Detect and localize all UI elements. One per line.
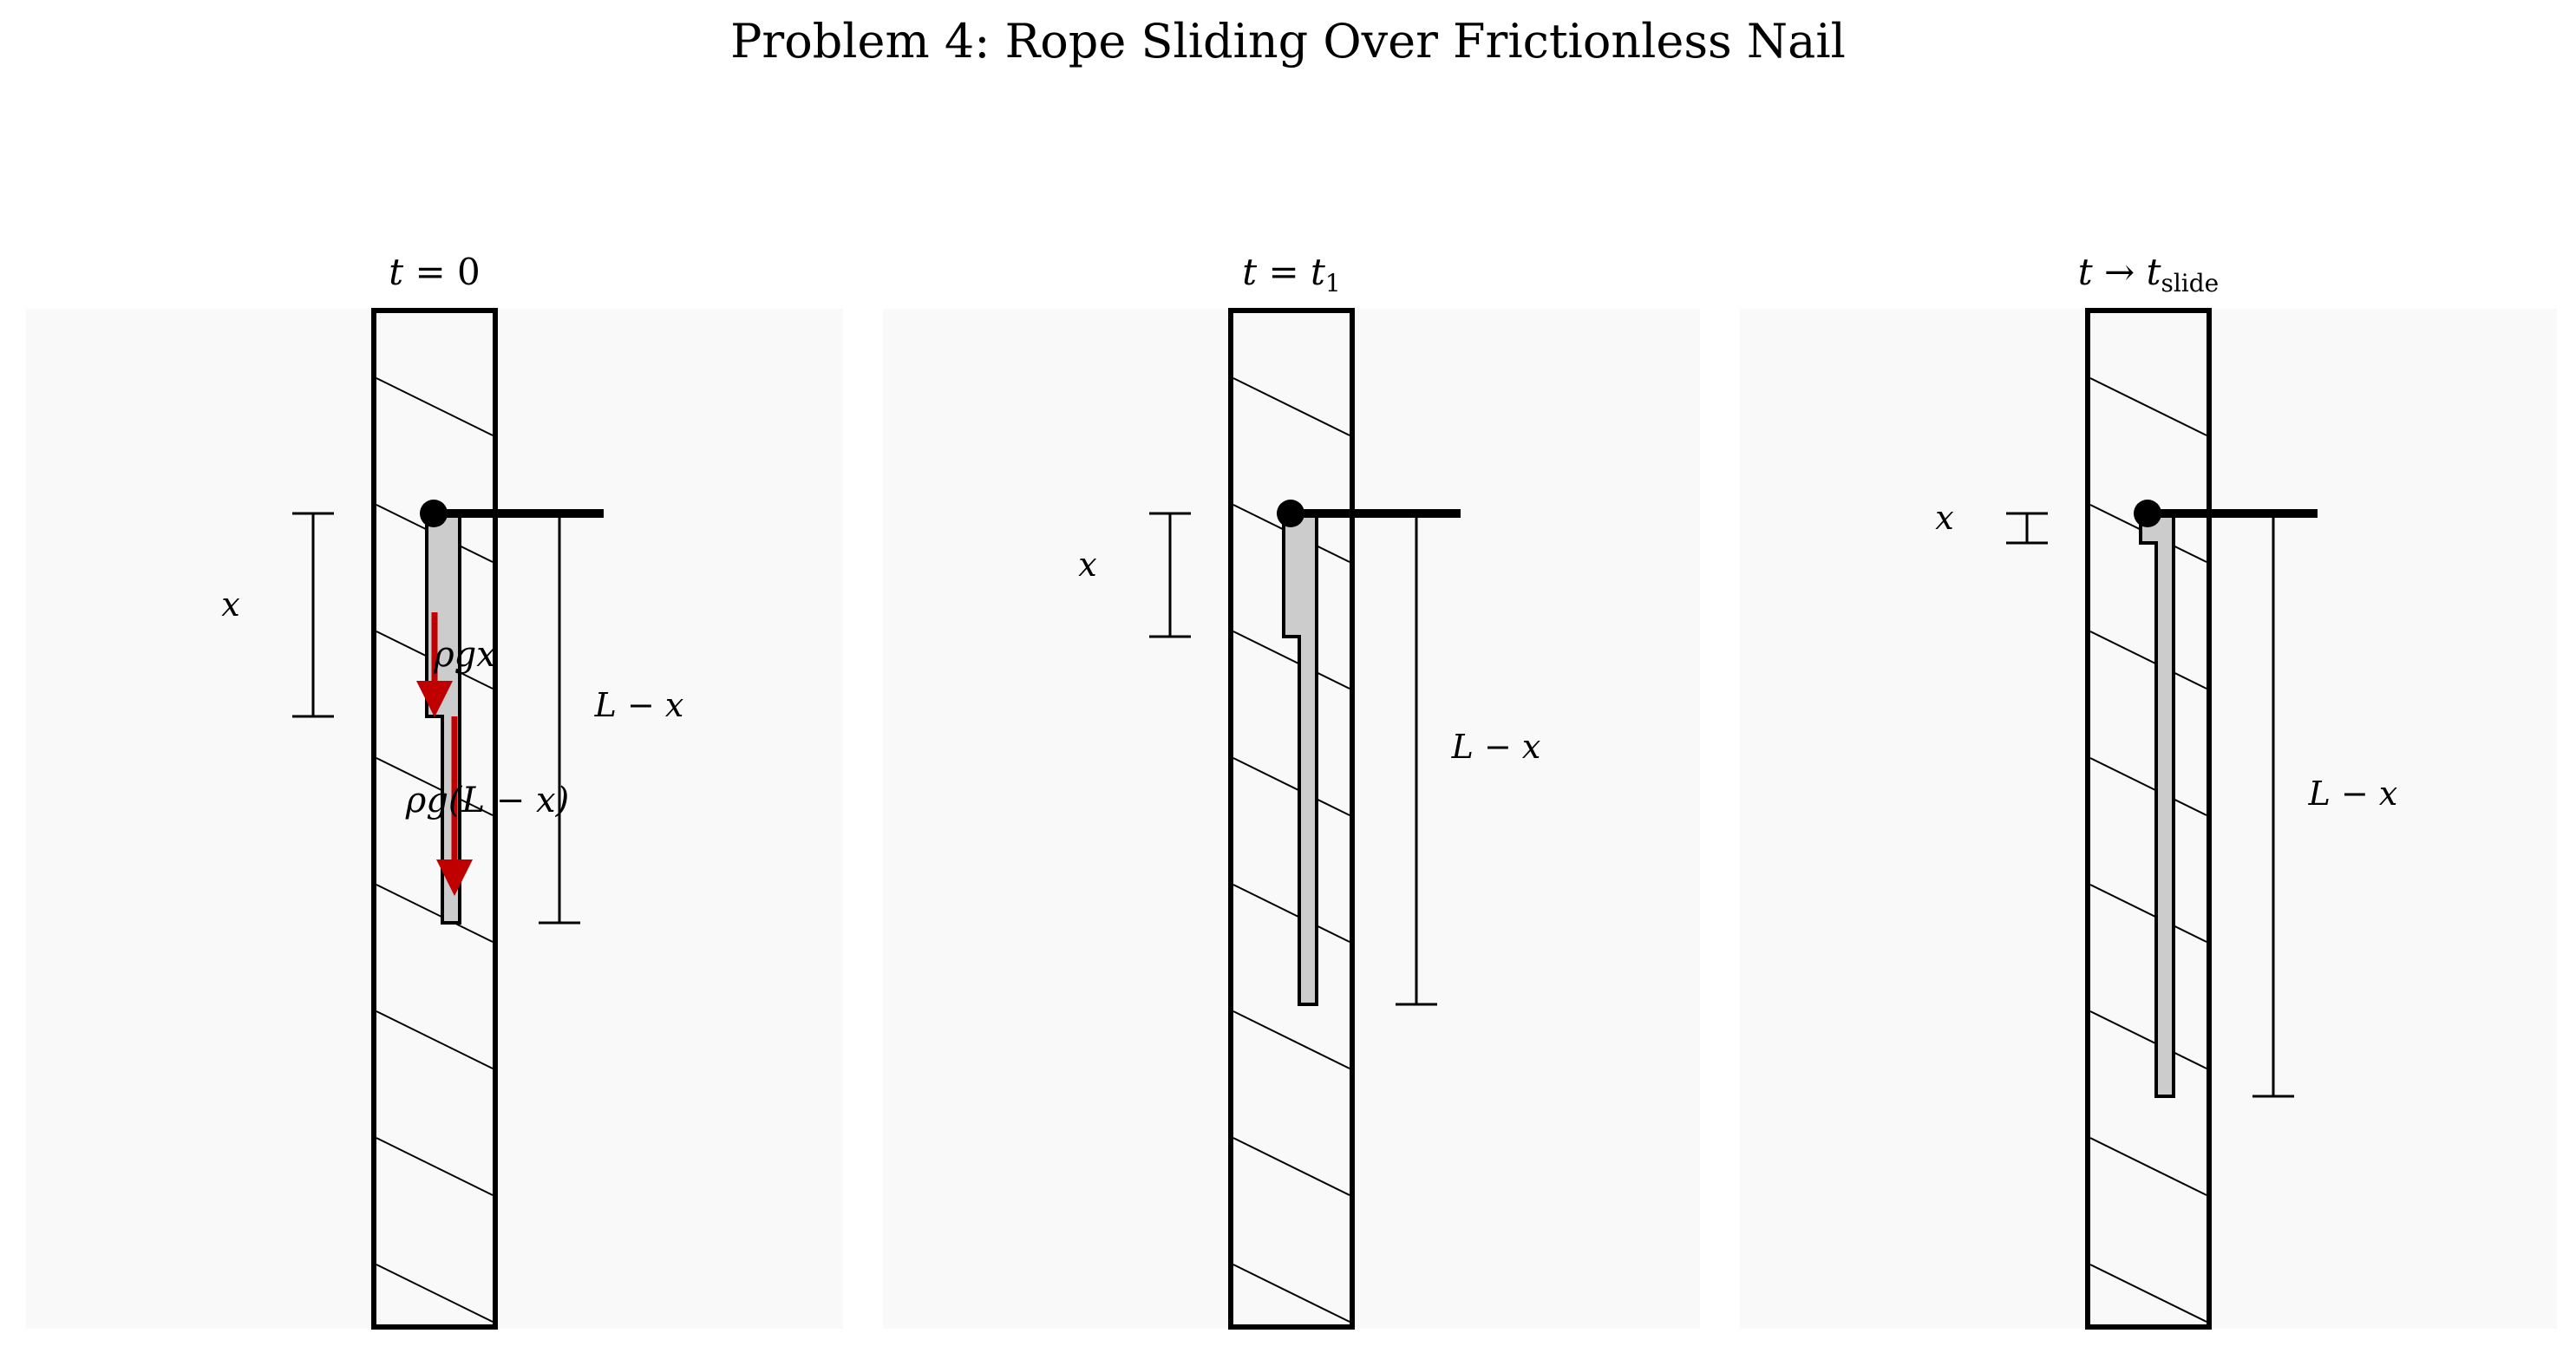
time-subscript: 1	[1325, 269, 1341, 297]
force-label: ρg(L − x)	[405, 781, 569, 820]
hatch-line	[376, 1137, 494, 1196]
hatch-line	[1232, 884, 1350, 943]
hatch-line	[1232, 1264, 1350, 1323]
hatch-line	[1232, 757, 1350, 816]
time-value: t	[2147, 251, 2161, 293]
hatch-line	[2089, 1137, 2207, 1196]
wall-body	[371, 308, 498, 1330]
wall-body	[2085, 308, 2212, 1330]
hatch-line	[376, 377, 494, 436]
dimension-l-minus-x	[2252, 512, 2294, 1098]
dimension-l-minus-x	[539, 512, 580, 925]
nail-head	[2134, 500, 2161, 527]
hatch-line	[376, 757, 494, 816]
dimension-x	[1149, 512, 1191, 638]
hatch-line	[376, 1264, 494, 1323]
time-var: t	[389, 251, 403, 293]
nail-head	[1277, 500, 1304, 527]
time-subscript: slide	[2161, 269, 2219, 297]
wall	[371, 308, 498, 1330]
dimension-x	[2006, 512, 2048, 545]
force-label: ρgx	[433, 635, 496, 675]
l-minus-x-label: L − x	[594, 686, 684, 724]
panel-time-label: t = t1	[1242, 251, 1341, 297]
x-label: x	[1935, 499, 1953, 537]
hatch-line	[2089, 1010, 2207, 1069]
hatch-line	[1232, 1010, 1350, 1069]
panel-t1: t = t1 x	[883, 251, 1700, 1330]
panel-time-label: t = 0	[389, 251, 481, 293]
hatch-line	[1232, 1137, 1350, 1196]
force-long-side: ρg(L − x)	[405, 716, 569, 896]
time-var: t	[1242, 251, 1257, 293]
time-value: t	[1311, 251, 1325, 293]
hatch-line	[376, 1010, 494, 1069]
panel-t0: t = 0 x	[26, 251, 843, 1330]
wall-body	[1228, 308, 1355, 1330]
l-minus-x-label: L − x	[1451, 728, 1541, 766]
x-label: x	[221, 585, 239, 624]
hatch-line	[376, 884, 494, 943]
time-relation: =	[403, 251, 457, 293]
hatch-line	[2089, 631, 2207, 690]
force-short-side: ρgx	[416, 612, 496, 717]
dimension-x	[292, 512, 334, 718]
hatch-line	[2089, 757, 2207, 816]
hatch-line	[1232, 377, 1350, 436]
wall	[1228, 308, 1355, 1330]
time-relation: →	[2093, 251, 2147, 293]
nail-head	[420, 500, 448, 527]
dimension-l-minus-x	[1396, 512, 1437, 1006]
hatch-line	[2089, 1264, 2207, 1323]
x-label: x	[1078, 546, 1096, 584]
hatch-line	[2089, 377, 2207, 436]
time-value: 0	[457, 251, 481, 293]
figure-title: Problem 4: Rope Sliding Over Frictionles…	[730, 14, 1846, 69]
panel-tslide: t → tslide x	[1740, 251, 2557, 1330]
time-var: t	[2078, 251, 2093, 293]
hatch-line	[2089, 884, 2207, 943]
wall	[2085, 308, 2212, 1330]
panel-time-label: t → tslide	[2078, 251, 2219, 297]
l-minus-x-label: L − x	[2308, 775, 2398, 813]
time-relation: =	[1257, 251, 1311, 293]
hatch-line	[1232, 631, 1350, 690]
